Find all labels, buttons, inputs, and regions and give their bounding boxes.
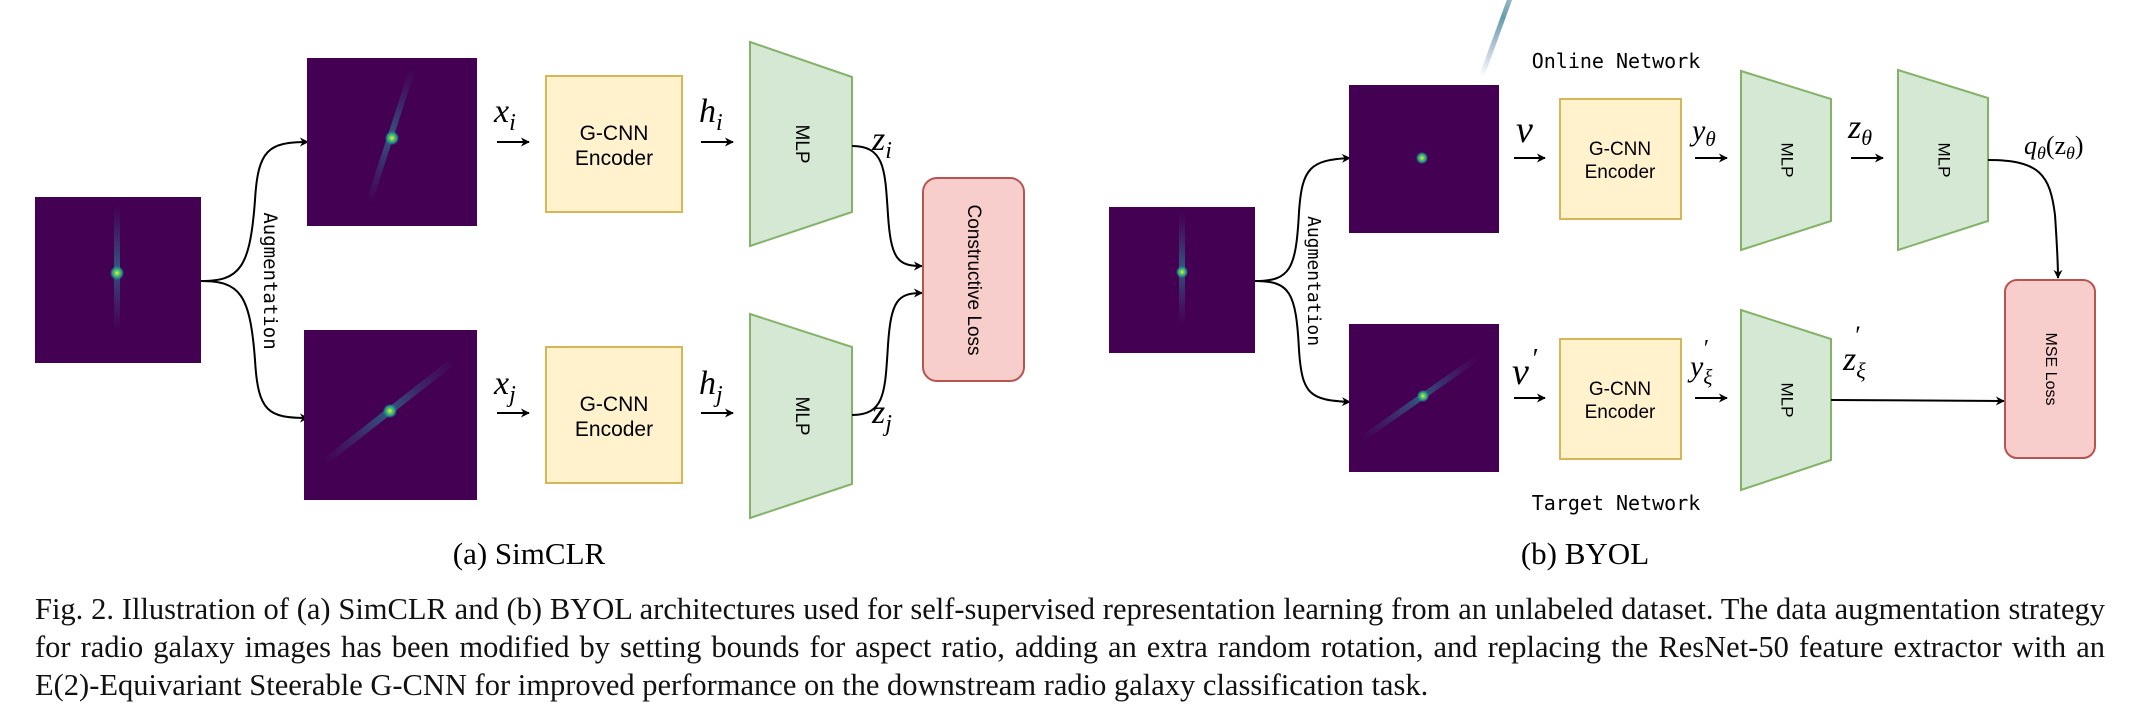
byol-predictor-mlp-label: MLP	[1935, 143, 1954, 178]
simclr-mlp-top: MLP	[749, 40, 853, 248]
byol-z-xi-prime-label: zξ′	[1842, 321, 1866, 383]
simclr-constructive-loss-box: Constructive Loss	[922, 177, 1025, 382]
simclr-arrow-z-j-to-loss	[851, 288, 923, 416]
byol-online-encoder: G-CNN Encoder	[1559, 98, 1682, 220]
byol-loss-label: MSE Loss	[2042, 333, 2059, 406]
simclr-view-j-image	[304, 330, 477, 500]
byol-v-label: v	[1516, 109, 1533, 151]
byol-subcaption: (b) BYOL	[1521, 536, 1649, 571]
byol-augmentation-branch-top	[1254, 153, 1351, 282]
simclr-mlp-bottom: MLP	[749, 312, 853, 520]
byol-target-network-title: Target Network	[1532, 491, 1701, 515]
byol-augmentation-label: Augmentation	[1303, 216, 1324, 346]
simclr-subcaption: (a) SimCLR	[453, 536, 606, 571]
simclr-arrow-z-i-to-loss	[851, 145, 923, 271]
simclr-augmentation-label: Augmentation	[259, 212, 281, 349]
simclr-encoder-bottom-line1: G-CNN	[580, 393, 649, 416]
simclr-augmentation-branch-top	[200, 137, 309, 282]
simclr-encoder-top: G-CNN Encoder	[545, 75, 683, 213]
byol-online-encoder-mlp: MLP	[1740, 69, 1832, 252]
byol-target-view-image	[1349, 324, 1499, 472]
byol-predictor-mlp: MLP	[1897, 68, 1989, 252]
byol-y-theta-label: yθ	[1689, 114, 1716, 151]
byol-arrow-target-to-loss	[1830, 396, 2005, 406]
simclr-h-i-label: hi	[699, 93, 723, 136]
simclr-encoder-top-line1: G-CNN	[580, 122, 649, 145]
byol-y-xi-prime-label: yξ′	[1687, 336, 1712, 389]
byol-target-encoder-line1: G-CNN	[1589, 379, 1651, 400]
simclr-diagram: Augmentation xi xj G-CNN Encoder G-CNN E…	[35, 40, 1025, 571]
byol-v-prime-label: v′	[1512, 344, 1538, 393]
simclr-encoder-bottom-line2: Encoder	[575, 418, 653, 441]
byol-q-theta-label: qθ(zθ)	[2024, 131, 2084, 163]
byol-input-galaxy-image	[1109, 207, 1255, 353]
simclr-mlp-top-label: MLP	[791, 124, 812, 163]
byol-online-encoder-line2: Encoder	[1585, 162, 1656, 183]
byol-online-network-title: Online Network	[1532, 49, 1701, 73]
simclr-mlp-bottom-label: MLP	[791, 396, 812, 435]
byol-target-encoder-line2: Encoder	[1585, 402, 1656, 423]
simclr-augmentation-branch-bottom	[200, 280, 309, 423]
simclr-x-j-label: xj	[493, 365, 516, 408]
simclr-encoder-top-line2: Encoder	[575, 147, 653, 170]
simclr-z-i-label: zi	[871, 121, 892, 164]
byol-diagram: Online Network Target Network Augmentati…	[1109, 0, 2096, 571]
simclr-x-i-label: xi	[493, 93, 516, 136]
architecture-figure: Augmentation xi xj G-CNN Encoder G-CNN E…	[35, 0, 2096, 571]
figure-caption: Fig. 2. Illustration of (a) SimCLR and (…	[35, 592, 2105, 702]
byol-augmentation-branch-bottom	[1254, 280, 1351, 407]
simclr-loss-label: Constructive Loss	[963, 204, 984, 355]
simclr-input-galaxy-image	[35, 197, 201, 363]
simclr-view-i-image	[307, 58, 477, 226]
byol-online-encoder-line1: G-CNN	[1589, 139, 1651, 160]
byol-target-mlp-label: MLP	[1778, 383, 1797, 418]
byol-online-mlp-label: MLP	[1778, 143, 1797, 178]
simclr-encoder-bottom: G-CNN Encoder	[545, 346, 683, 484]
byol-online-view-image	[1349, 0, 1527, 233]
simclr-z-j-label: zj	[871, 394, 892, 437]
simclr-h-j-label: hj	[699, 365, 723, 408]
byol-target-encoder: G-CNN Encoder	[1559, 338, 1682, 460]
byol-target-mlp: MLP	[1740, 308, 1832, 492]
byol-arrow-prediction-to-loss	[1987, 159, 2063, 279]
byol-z-theta-label: zθ	[1847, 109, 1872, 150]
byol-mse-loss-box: MSE Loss	[2004, 279, 2096, 459]
